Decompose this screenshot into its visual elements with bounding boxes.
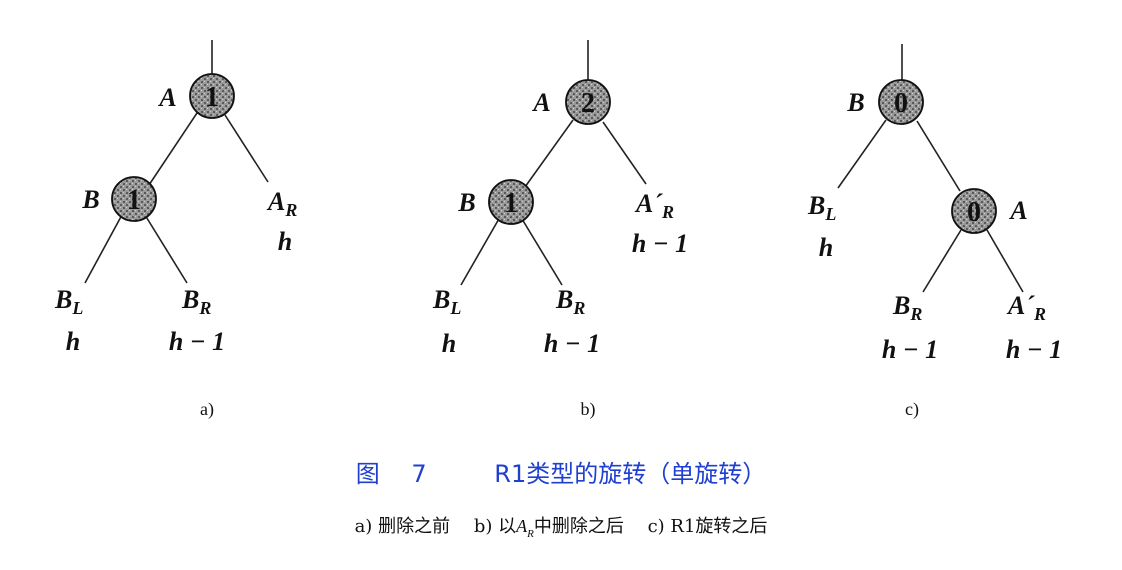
panel-c-tree: 0 B 0 A BL h BR h − 1 A´R h − 1 c) [807, 44, 1062, 420]
panel-a-tree: 1 A 1 B AR h BL h BR h − 1 a) [54, 40, 297, 420]
subcaption-b: b) 以AR中删除之后 [473, 516, 624, 540]
node-c-child-name: A [1008, 196, 1027, 225]
node-b-child-bf: 1 [504, 188, 518, 219]
subcaption-b-sub: R [527, 527, 534, 540]
panel-a-letter: a) [200, 399, 214, 420]
node-c-child-bf: 0 [967, 197, 981, 228]
node-c-child [951, 188, 997, 234]
node-b-root-name: A [531, 88, 550, 117]
node-a-child-bf: 1 [127, 185, 141, 216]
subcaption-a-letter: a) [354, 516, 373, 537]
edge-b-b-to-br [521, 218, 563, 286]
node-c-root-bf: 0 [894, 88, 908, 119]
figure-title: 图 7 R1类型的旋转（单旋转） [0, 454, 1122, 489]
leaf-a-ar-label: AR [266, 187, 297, 220]
leaf-b-ar-label: A´R [634, 189, 674, 222]
subcaption-c-text: R1旋转之后 [670, 516, 768, 537]
leaf-c-br-label: BR [892, 291, 922, 324]
node-b-root-bf: 2 [581, 88, 595, 119]
node-a-child-name: B [81, 185, 99, 214]
node-a-root-bf: 1 [205, 82, 219, 113]
subcaption-a-text: 删除之前 [378, 516, 451, 537]
figure-title-text: R1类型的旋转（单旋转） [494, 460, 767, 488]
edge-b-b-to-bl [460, 216, 501, 286]
edge-c-root-to-bl [837, 119, 887, 189]
node-a-child [111, 176, 157, 222]
leaf-a-bl-height: h [66, 327, 80, 356]
edge-c-a-to-br [922, 229, 962, 293]
node-b-child-name: B [457, 188, 475, 217]
panel-b-tree: 2 A 1 B A´R h − 1 BL h BR h − 1 b) [432, 40, 688, 420]
leaf-c-bl-height: h [819, 233, 833, 262]
edge-b-root-to-ar [602, 121, 647, 185]
node-a-root-name: A [157, 83, 176, 112]
figure-number: 7 [411, 460, 427, 488]
leaf-c-bl-label: BL [807, 191, 836, 224]
avl-rotation-figure: 1 A 1 B AR h BL h BR h − 1 a) 2 A 1 B A´… [54, 40, 1062, 420]
leaf-b-bl-label: BL [432, 285, 461, 318]
subcaption-b-pre: 以 [498, 516, 517, 537]
leaf-b-ar-height: h − 1 [632, 229, 688, 258]
leaf-c-ar-label: A´R [1006, 291, 1046, 324]
leaf-a-br-height: h − 1 [169, 327, 225, 356]
node-b-child [488, 179, 534, 225]
node-c-root [878, 79, 924, 125]
edge-a-root-to-b [148, 112, 198, 186]
subcaption-b-post: 中删除之后 [533, 516, 624, 537]
node-b-root [565, 79, 611, 125]
subcaption-c-letter: c) [647, 516, 665, 537]
leaf-b-br-label: BR [555, 285, 585, 318]
node-c-root-name: B [846, 88, 864, 117]
leaf-b-bl-height: h [442, 329, 456, 358]
node-a-root [189, 73, 235, 119]
edge-c-a-to-ar [986, 229, 1024, 293]
edge-c-root-to-a [916, 120, 961, 192]
edge-b-root-to-b [524, 119, 574, 188]
subcaption-b-letter: b) [473, 516, 493, 537]
edge-a-b-to-bl [84, 212, 124, 284]
subcaption-c: c) R1旋转之后 [648, 516, 768, 537]
leaf-a-ar-height: h [278, 227, 292, 256]
subcaption-a: a) 删除之前 [355, 516, 451, 537]
leaf-c-ar-height: h − 1 [1006, 335, 1062, 364]
panel-b-letter: b) [581, 399, 596, 420]
panel-c-letter: c) [905, 399, 919, 420]
subcaption-b-var: A [516, 516, 528, 536]
edge-a-b-to-br [144, 214, 188, 284]
leaf-b-br-height: h − 1 [544, 329, 600, 358]
edge-a-root-to-ar [224, 114, 269, 183]
figure-subcaption: a) 删除之前 b) 以AR中删除之后 c) R1旋转之后 [0, 512, 1122, 540]
figure-label: 图 [355, 460, 380, 488]
leaf-a-br-label: BR [181, 285, 211, 318]
leaf-a-bl-label: BL [54, 285, 83, 318]
leaf-c-br-height: h − 1 [882, 335, 938, 364]
